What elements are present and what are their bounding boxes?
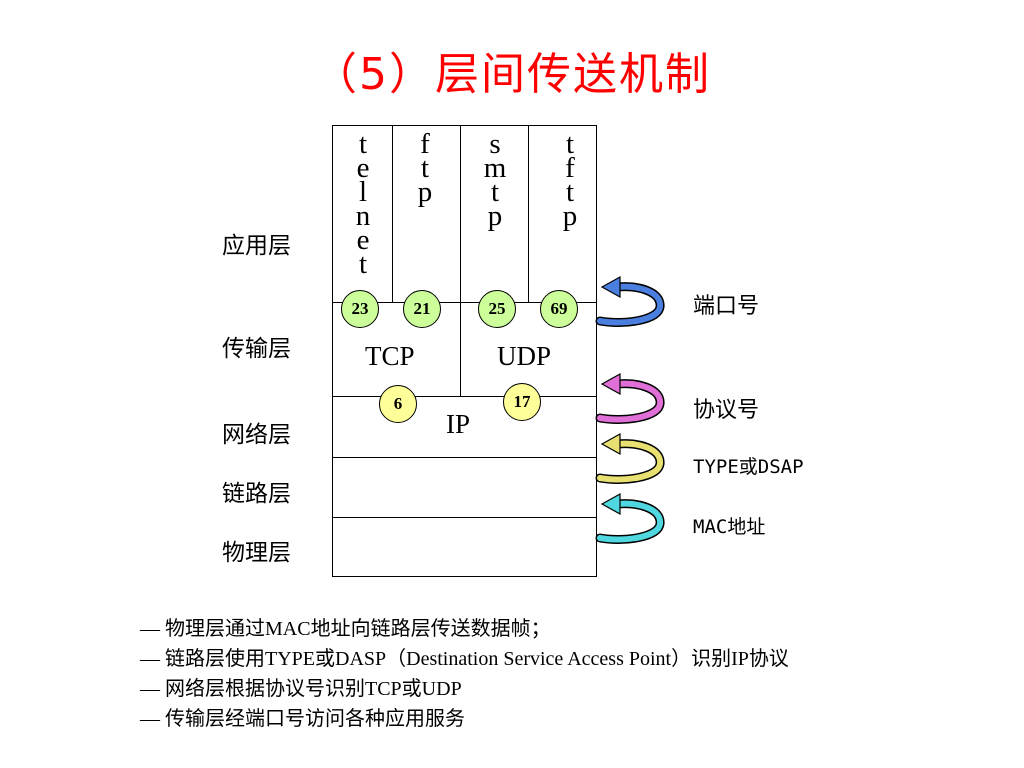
protocol-badge-tcp: 6	[379, 385, 417, 423]
divider-link-physical	[332, 517, 597, 518]
protocol-stack	[332, 125, 597, 577]
side-label-protocol: 协议号	[693, 398, 760, 423]
note-line: — 传输层经端口号访问各种应用服务	[140, 708, 465, 730]
app-separator-2	[460, 125, 461, 397]
type-curved-arrow-icon	[595, 432, 665, 484]
note-line: — 网络层根据协议号识别TCP或UDP	[140, 678, 462, 700]
divider-app-transport	[332, 302, 597, 303]
port-badge-smtp: 25	[478, 290, 516, 328]
transport-tcp: TCP	[365, 341, 415, 371]
network-ip: IP	[446, 409, 471, 439]
side-label-type: TYPE或DSAP	[693, 456, 804, 478]
port-curved-arrow-icon	[595, 275, 665, 327]
transport-udp: UDP	[497, 341, 552, 371]
port-badge-telnet: 23	[341, 290, 379, 328]
port-badge-tftp: 69	[540, 290, 578, 328]
note-line: — 物理层通过MAC地址向链路层传送数据帧；	[140, 618, 551, 640]
protocol-curved-arrow-icon	[595, 372, 665, 424]
slide-title: （5）层间传送机制	[313, 49, 711, 100]
side-label-mac: MAC地址	[693, 516, 766, 538]
side-label-port: 端口号	[693, 294, 760, 319]
layer-label-network: 网络层	[222, 422, 291, 448]
layer-label-transport: 传输层	[222, 336, 291, 362]
app-separator-1	[392, 125, 393, 303]
protocol-badge-udp: 17	[503, 383, 541, 421]
layer-label-application: 应用层	[222, 233, 291, 259]
app-separator-3	[528, 125, 529, 303]
note-line: — 链路层使用TYPE或DASP（Destination Service Acc…	[140, 648, 789, 670]
layer-label-link: 链路层	[222, 481, 291, 507]
port-badge-ftp: 21	[403, 290, 441, 328]
divider-network-link	[332, 457, 597, 458]
layer-label-physical: 物理层	[222, 540, 291, 566]
mac-curved-arrow-icon	[595, 492, 665, 544]
notes-list: — 物理层通过MAC地址向链路层传送数据帧； — 链路层使用TYPE或DASP（…	[140, 614, 789, 734]
divider-transport-network	[332, 396, 597, 397]
